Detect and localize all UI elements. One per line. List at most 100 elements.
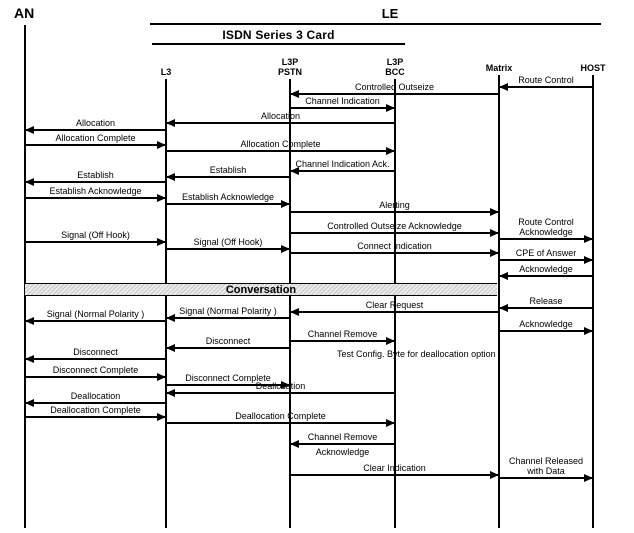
arrowhead-icon — [386, 419, 395, 427]
message-line — [25, 197, 166, 199]
message-line — [499, 307, 593, 309]
message-line — [166, 150, 395, 152]
message-label: Channel Remove — [307, 432, 378, 442]
arrowhead-icon — [281, 381, 290, 389]
message-line — [290, 252, 499, 254]
message-label: Establish — [77, 170, 114, 180]
message-label: Signal (Normal Polarity ) — [46, 309, 145, 319]
message-label: Connect Indication — [357, 241, 432, 251]
arrowhead-icon — [290, 440, 299, 448]
arrowhead-icon — [157, 413, 166, 421]
lifeline-l3p-pstn — [289, 79, 291, 528]
message-label: Acknowledge — [519, 319, 573, 329]
arrowhead-icon — [25, 126, 34, 134]
message-label: Deallocation Complete — [235, 411, 326, 421]
message-line — [499, 477, 593, 479]
isdn-card-underline — [152, 43, 405, 45]
arrowhead-icon — [386, 337, 395, 345]
message-label: Controlled Outseize Acknowledge — [327, 221, 462, 231]
message-label: CPE of Answer — [515, 248, 577, 258]
message-label: Signal (Off Hook) — [193, 237, 263, 247]
message-label: Establish — [209, 165, 247, 175]
arrowhead-icon — [25, 178, 34, 186]
message-line — [166, 176, 290, 178]
message-label: Release — [529, 296, 563, 306]
message-line — [290, 443, 395, 445]
arrowhead-icon — [281, 200, 290, 208]
message-line — [25, 376, 166, 378]
message-label: Establish Acknowledge — [49, 186, 142, 196]
message-label: Channel Released with Data — [508, 456, 584, 476]
message-line — [499, 275, 593, 277]
message-label: Allocation Complete — [55, 133, 136, 143]
message-line — [290, 232, 499, 234]
message-line — [290, 170, 395, 172]
arrowhead-icon — [584, 235, 593, 243]
message-line — [290, 93, 499, 95]
lifeline-label-l3: L3 — [160, 67, 172, 77]
deallocation-option-note: Test Config. Byte for deallocation optio… — [337, 349, 496, 359]
lifeline-host — [592, 75, 594, 528]
arrowhead-icon — [386, 147, 395, 155]
conversation-band: Conversation — [25, 283, 497, 296]
arrowhead-icon — [157, 238, 166, 246]
message-label: Allocation — [75, 118, 116, 128]
message-label: Clear Request — [365, 300, 424, 310]
message-label: Allocation — [260, 111, 301, 121]
le-underline — [150, 23, 601, 25]
message-label: Disconnect — [205, 336, 251, 346]
message-label: Disconnect Complete — [185, 373, 271, 383]
message-label: Clear Indication — [363, 463, 426, 473]
message-line — [166, 317, 290, 319]
arrowhead-icon — [25, 317, 34, 325]
lifeline-label-host: HOST — [580, 63, 606, 73]
message-label: Establish Acknowledge — [181, 192, 275, 202]
arrowhead-icon — [490, 229, 499, 237]
message-label: Deallocation — [255, 381, 306, 391]
message-line — [290, 211, 499, 213]
message-line — [290, 340, 395, 342]
message-line — [25, 129, 166, 131]
arrowhead-icon — [25, 399, 34, 407]
message-line — [290, 311, 499, 313]
arrowhead-icon — [157, 141, 166, 149]
arrowhead-icon — [166, 119, 175, 127]
isdn-card-title: ISDN Series 3 Card — [222, 28, 335, 42]
le-title: LE — [381, 6, 399, 21]
message-line — [166, 248, 290, 250]
message-line — [499, 86, 593, 88]
message-label: Channel Indication — [305, 96, 380, 106]
arrowhead-icon — [290, 90, 299, 98]
arrowhead-icon — [490, 471, 499, 479]
arrowhead-icon — [490, 208, 499, 216]
arrowhead-icon — [584, 474, 593, 482]
message-label: Allocation Complete — [240, 139, 321, 149]
arrowhead-icon — [499, 272, 508, 280]
arrowhead-icon — [499, 304, 508, 312]
message-label: Acknowledge — [519, 264, 573, 274]
arrowhead-icon — [166, 314, 175, 322]
arrowhead-icon — [584, 327, 593, 335]
message-line — [25, 181, 166, 183]
message-line — [166, 422, 395, 424]
message-label: Route Control Acknowledge — [518, 217, 574, 237]
message-line — [25, 402, 166, 404]
arrowhead-icon — [281, 245, 290, 253]
message-label: Signal (Off Hook) — [61, 230, 130, 240]
message-label: Channel Remove — [307, 329, 378, 339]
message-line — [290, 107, 395, 109]
arrowhead-icon — [499, 83, 508, 91]
arrowhead-icon — [166, 389, 175, 397]
message-label: Deallocation — [70, 391, 121, 401]
message-line — [166, 384, 290, 386]
lifeline-label-l3p-bcc: L3P BCC — [385, 57, 405, 77]
message-line — [166, 347, 290, 349]
message-label: Disconnect Complete — [52, 365, 139, 375]
arrowhead-icon — [166, 173, 175, 181]
arrowhead-icon — [290, 167, 299, 175]
message-line — [25, 320, 166, 322]
message-line — [166, 392, 395, 394]
message-label: Alerting — [379, 200, 410, 210]
lifeline-an — [24, 25, 26, 528]
message-line — [25, 241, 166, 243]
